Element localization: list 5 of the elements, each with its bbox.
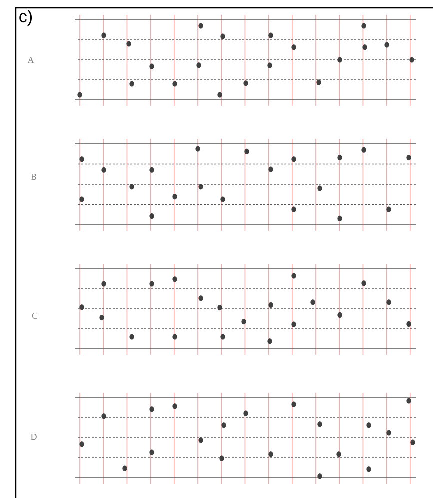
row-label: D (31, 434, 37, 440)
row-label: B (31, 174, 37, 180)
row-label: A (28, 57, 34, 63)
panel-label: c) (20, 10, 32, 26)
row-label: C (32, 312, 38, 320)
